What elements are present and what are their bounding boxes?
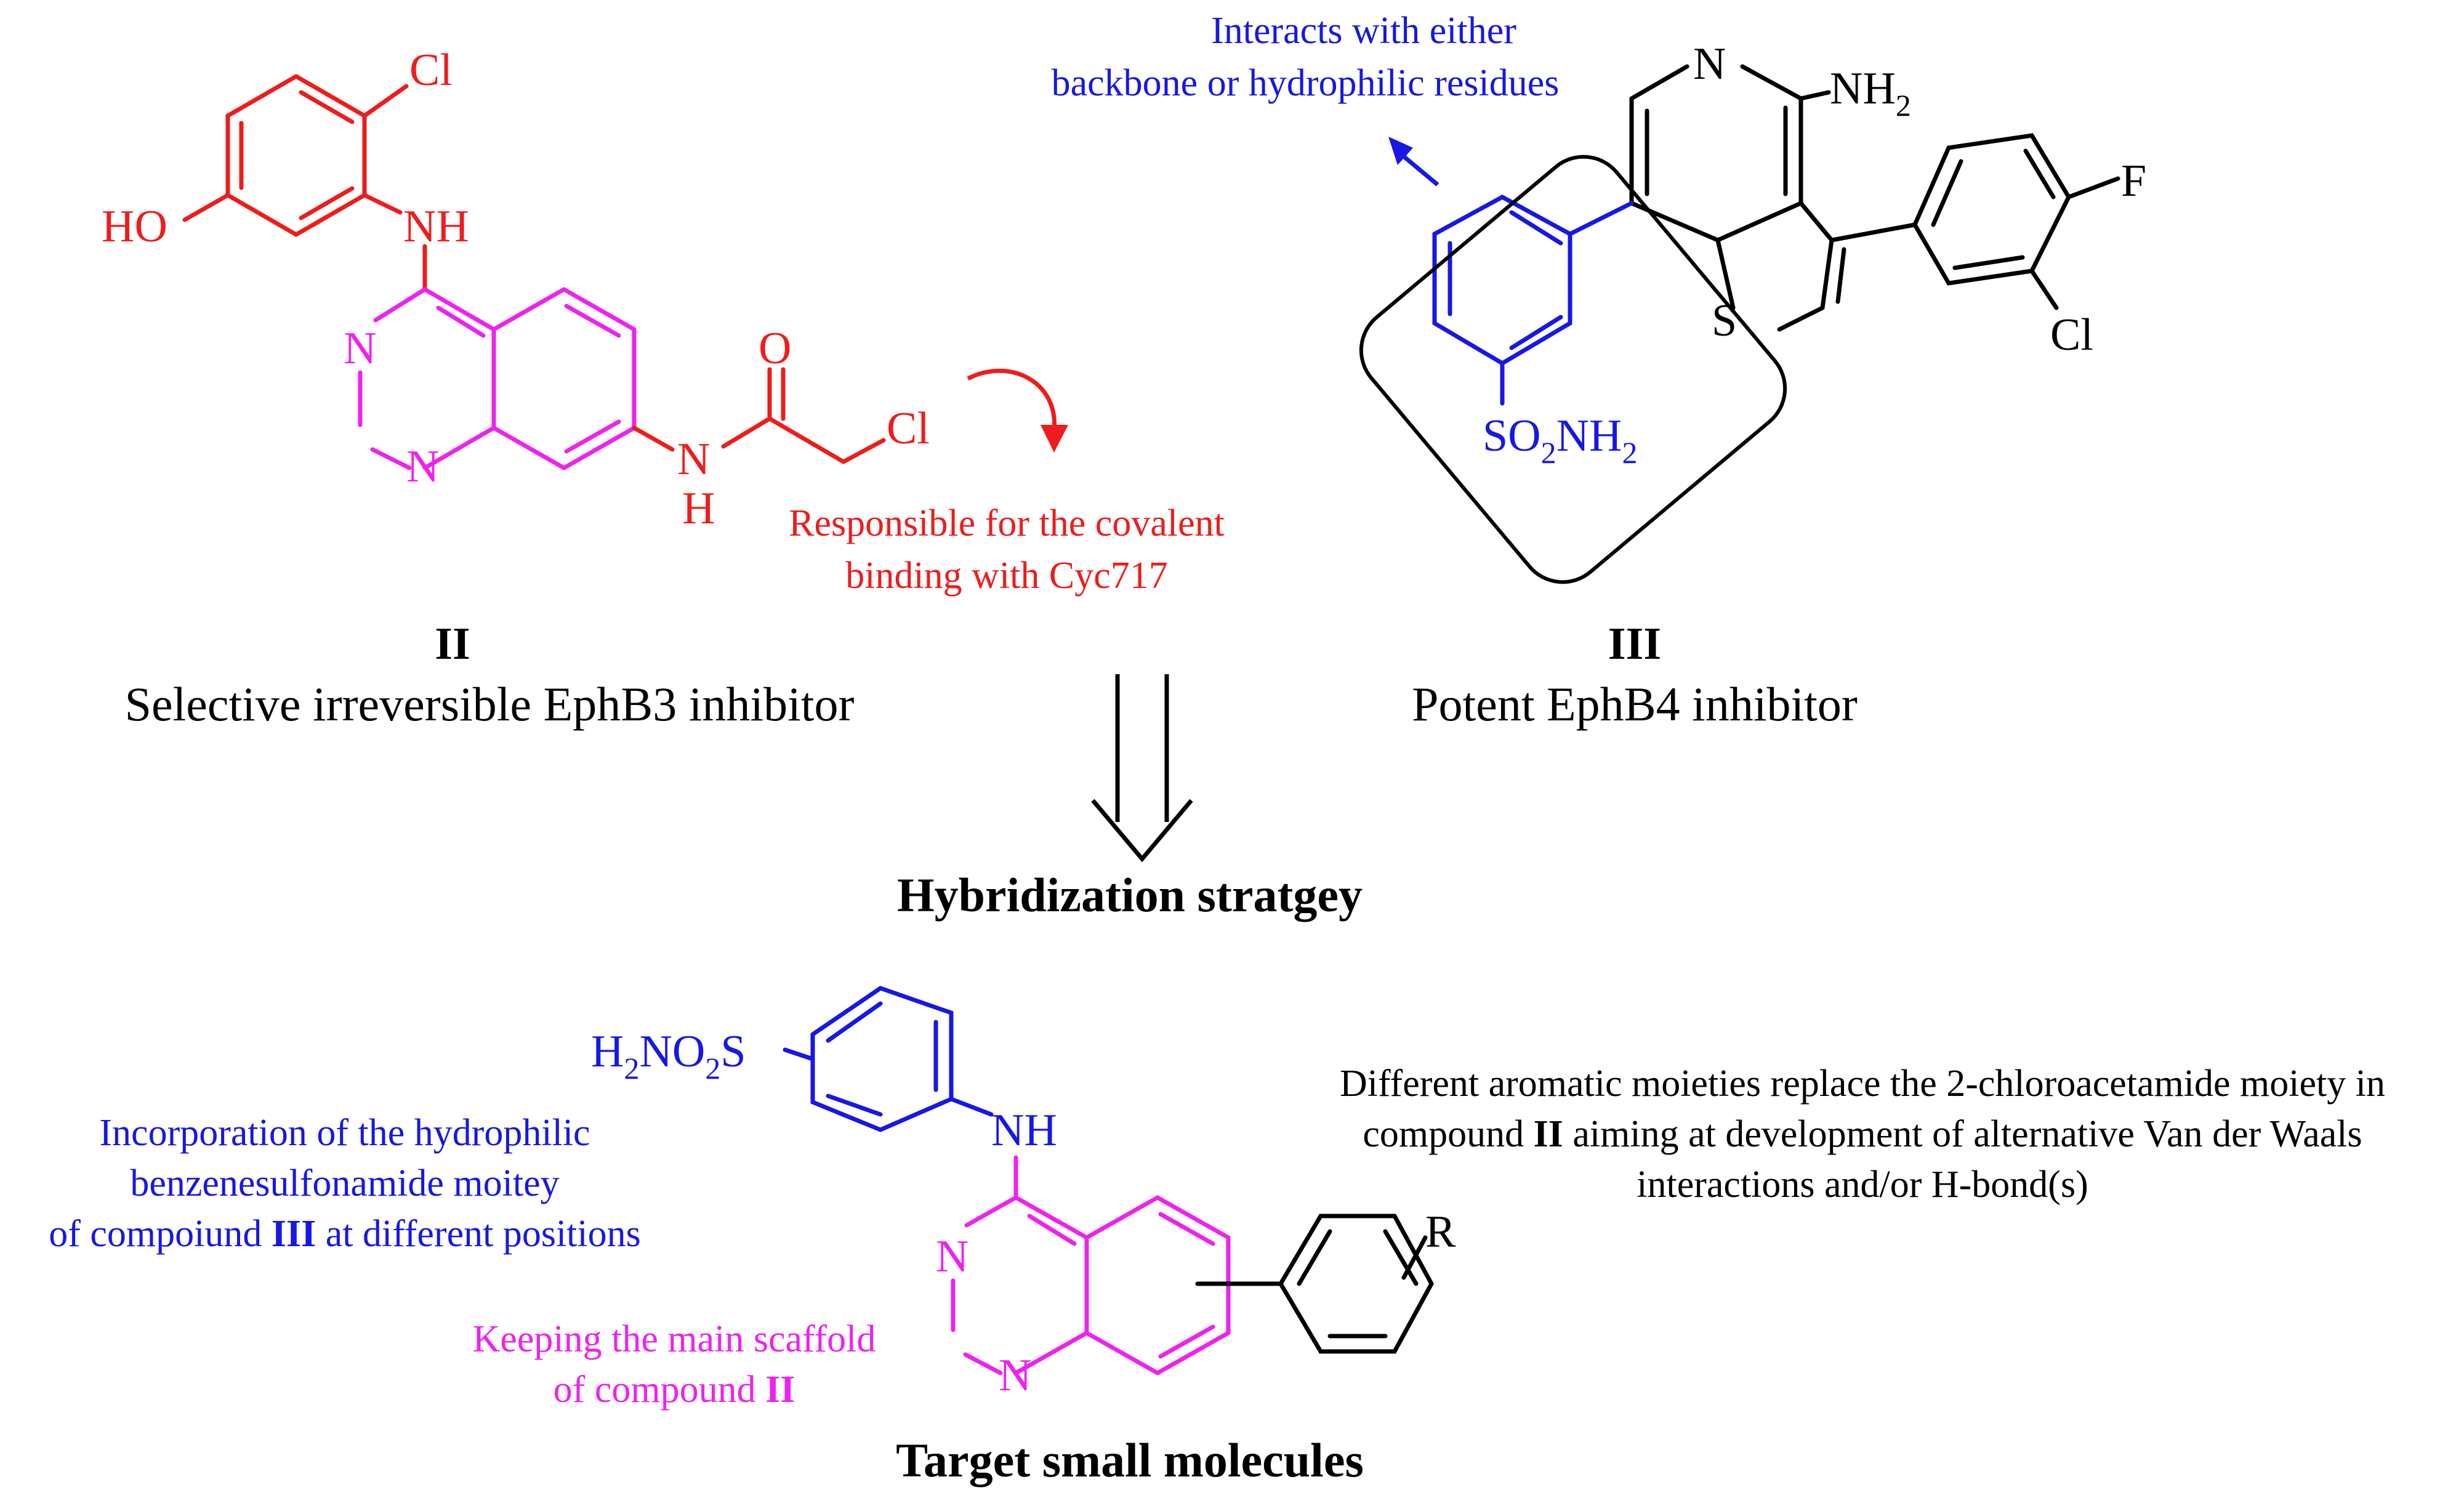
compound-iii-halophenyl-ring (1912, 133, 2120, 310)
compound-ii-annotation-line-2: binding with Cyc717 (845, 555, 1168, 597)
compound-ii-chlorophenol-ring (182, 74, 427, 292)
sulfonamide-highlight-box (1359, 155, 1787, 584)
target-blue-note-line-1: Incorporation of the hydrophilic (99, 1112, 590, 1154)
hydrophilic-arrowhead (1388, 137, 1413, 165)
target-heading: Target small molecules (896, 1433, 1364, 1487)
compound-iii-description: Potent EphB4 inhibitor (1412, 677, 1858, 731)
compound-iii-nh-main: NH (1556, 411, 1622, 461)
covalent-arrowhead (1041, 425, 1068, 453)
target-n1: N (999, 1350, 1031, 1401)
compound-ii-amide-n: N (677, 434, 710, 485)
target-black-note-line-1: Different aromatic moieties replace the … (1340, 1063, 2385, 1105)
target-quinazoline (951, 1155, 1231, 1375)
target-blue-note-line-2: benzenesulfonamide moitey (130, 1162, 559, 1204)
target-blue-note-line-3: of compoiund III at different positions (49, 1213, 641, 1255)
compound-ii-cl-top: Cl (409, 45, 453, 95)
compound-ii-annotation-line-1: Responsible for the covalent (789, 502, 1225, 544)
compound-iii-annotation-line-2: backbone or hydrophilic residues (1052, 62, 1560, 104)
target-h2no2s: H2NO2S (591, 1026, 746, 1085)
compound-ii-amide-h: H (682, 483, 715, 534)
compound-iii-nh2-main: NH (1830, 63, 1896, 114)
target-black-note-line-3: interactions and/or H-bond(s) (1637, 1164, 2088, 1206)
target-no: NO (639, 1026, 705, 1077)
compound-iii-so2-sub: 2 (1541, 435, 1556, 470)
hydrophilic-arrow (1399, 152, 1439, 187)
compound-iii-label: III (1608, 619, 1661, 669)
compound-ii-cl-acyl: Cl (887, 403, 930, 454)
compound-iii-thiophene-s: S (1712, 296, 1737, 346)
target-r: R (1425, 1207, 1456, 1257)
compound-ii-description: Selective irreversible EphB3 inhibitor (125, 677, 855, 731)
target-n3: N (936, 1231, 968, 1282)
compound-iii-cl: Cl (2050, 310, 2093, 360)
compound-ii-n1: N (406, 441, 439, 492)
target-magenta-note-line-1: Keeping the main scaffold (473, 1318, 876, 1360)
compound-ii-chloroacetamide (632, 367, 886, 464)
target-magenta-note-line-2: of compound II (554, 1369, 795, 1411)
target-h-sub: 2 (624, 1051, 639, 1085)
compound-iii-pyridine-n: N (1693, 39, 1726, 89)
covalent-curved-arrow (967, 368, 1057, 432)
target-nh: NH (991, 1105, 1057, 1156)
target-s: S (720, 1026, 746, 1077)
strategy-heading: Hybridization stratgey (897, 868, 1363, 922)
target-h: H (591, 1026, 624, 1077)
target-benzenesulfonamide-ring (783, 986, 994, 1132)
compound-iii-annotation-line-1: Interacts with either (1211, 10, 1516, 52)
compound-ii-carbonyl-o: O (759, 323, 791, 374)
compound-iii-nh2-sub: 2 (1896, 88, 1911, 123)
compound-iii-benzenesulfonamide (1432, 195, 1634, 406)
compound-ii-nh: NH (403, 201, 469, 252)
target-aryl-ring (1195, 1214, 1434, 1354)
compound-iii-thienopyridine (1629, 64, 1917, 332)
compound-iii-f: F (2121, 156, 2146, 206)
target-black-note-line-2: compound II aiming at development of alt… (1363, 1113, 2362, 1155)
compound-ii-ho: HO (102, 201, 167, 252)
compound-iii-nh-sub: 2 (1622, 435, 1638, 470)
compound-iii-so2nh2: SO2NH2 (1483, 411, 1638, 470)
compound-iii-nh2: NH2 (1830, 63, 1911, 123)
compound-ii-n3: N (344, 323, 376, 374)
compound-ii-label: II (435, 619, 470, 669)
compound-iii-so2-main: SO (1483, 411, 1541, 461)
target-molecule-structure: H2NO2S NH N N (591, 986, 1456, 1401)
compound-ii-structure: Cl HO NH N N (102, 45, 1068, 534)
compound-ii-quinazoline (358, 287, 637, 470)
target-no-sub: 2 (705, 1051, 720, 1085)
compound-iii-structure: N NH2 S F Cl SO2NH2 (1359, 39, 2146, 584)
hybridization-double-arrow (1091, 674, 1193, 863)
